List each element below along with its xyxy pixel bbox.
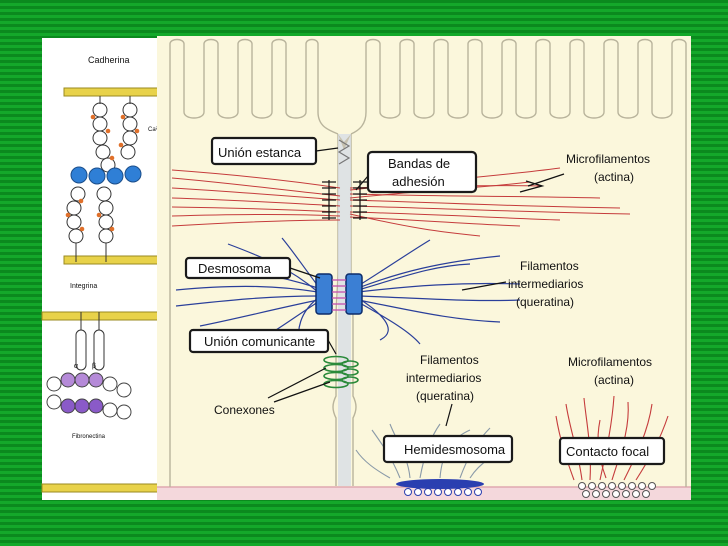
hemidesmosoma-text: Hemidesmosoma: [404, 442, 506, 457]
bandas-line2-text: adhesión: [392, 174, 445, 189]
desmosome-plaques: [315, 273, 363, 315]
fibronectin-complex: [46, 372, 132, 420]
filint2-line2-text: intermediarios: [406, 371, 481, 385]
alpha-label: α: [74, 363, 78, 370]
cadherin-chain-right: [96, 102, 138, 244]
micro1-line2-text: (actina): [594, 170, 634, 184]
micro2-line1-text: Microfilamentos: [568, 355, 652, 369]
label-bandas-adhesion: Bandas de adhesión: [355, 150, 478, 194]
desmosoma-text: Desmosoma: [198, 261, 272, 276]
calcium-dots: [65, 114, 140, 232]
fibronectina-label: Fibronectina: [72, 434, 106, 440]
bandas-line1-text: Bandas de: [388, 156, 450, 171]
label-filamentos-top: Filamentos intermediarios (queratina): [461, 259, 583, 309]
tight-junction-seal: [337, 139, 351, 165]
label-conexones: Conexones: [214, 367, 331, 417]
label-union-estanca: Unión estanca: [210, 136, 339, 166]
filint1-line2-text: intermediarios: [508, 277, 583, 291]
micro2-line2-text: (actina): [594, 373, 634, 387]
integrin-dimer: [75, 312, 105, 371]
ca-label: Ca²⁺: [148, 126, 161, 133]
cadherin-blue-domains: [70, 165, 142, 185]
cadherin-chain-left: [66, 102, 116, 244]
label-hemidesmosoma: Hemidesmosoma: [382, 434, 514, 464]
filint2-line3-text: (queratina): [416, 389, 474, 403]
actin-arrow: [519, 180, 545, 193]
apical-surface: [169, 38, 339, 487]
micro1-line1-text: Microfilamentos: [566, 152, 650, 166]
contacto-focal-text: Contacto focal: [566, 444, 649, 459]
union-estanca-text: Unión estanca: [218, 145, 302, 160]
gap-junction-connexons: [323, 355, 359, 389]
union-comunicante-text: Unión comunicante: [204, 334, 315, 349]
filint1-line1-text: Filamentos: [520, 259, 579, 273]
label-desmosoma: Desmosoma: [184, 256, 321, 280]
label-contacto-focal: Contacto focal: [558, 436, 666, 466]
label-microfilamentos-bottom: Microfilamentos (actina): [568, 355, 652, 387]
cadherina-label: Cadherina: [88, 55, 130, 65]
label-filamentos-bottom: Filamentos intermediarios (queratina): [406, 353, 481, 427]
main-panel: Unión estanca Bandas de adhesión Microfi…: [157, 36, 691, 500]
left-panel: Cadherina Ca²⁺ Integrina: [41, 38, 171, 500]
adhesion-belt-plaques: [322, 180, 367, 220]
filint1-line3-text: (queratina): [516, 295, 574, 309]
label-union-comunicante: Unión comunicante: [188, 328, 337, 355]
label-microfilamentos-top: Microfilamentos (actina): [527, 152, 650, 187]
filint2-line1-text: Filamentos: [420, 353, 479, 367]
conexones-text: Conexones: [214, 403, 275, 417]
beta-label: β: [92, 363, 96, 370]
integrina-label: Integrina: [70, 283, 97, 290]
